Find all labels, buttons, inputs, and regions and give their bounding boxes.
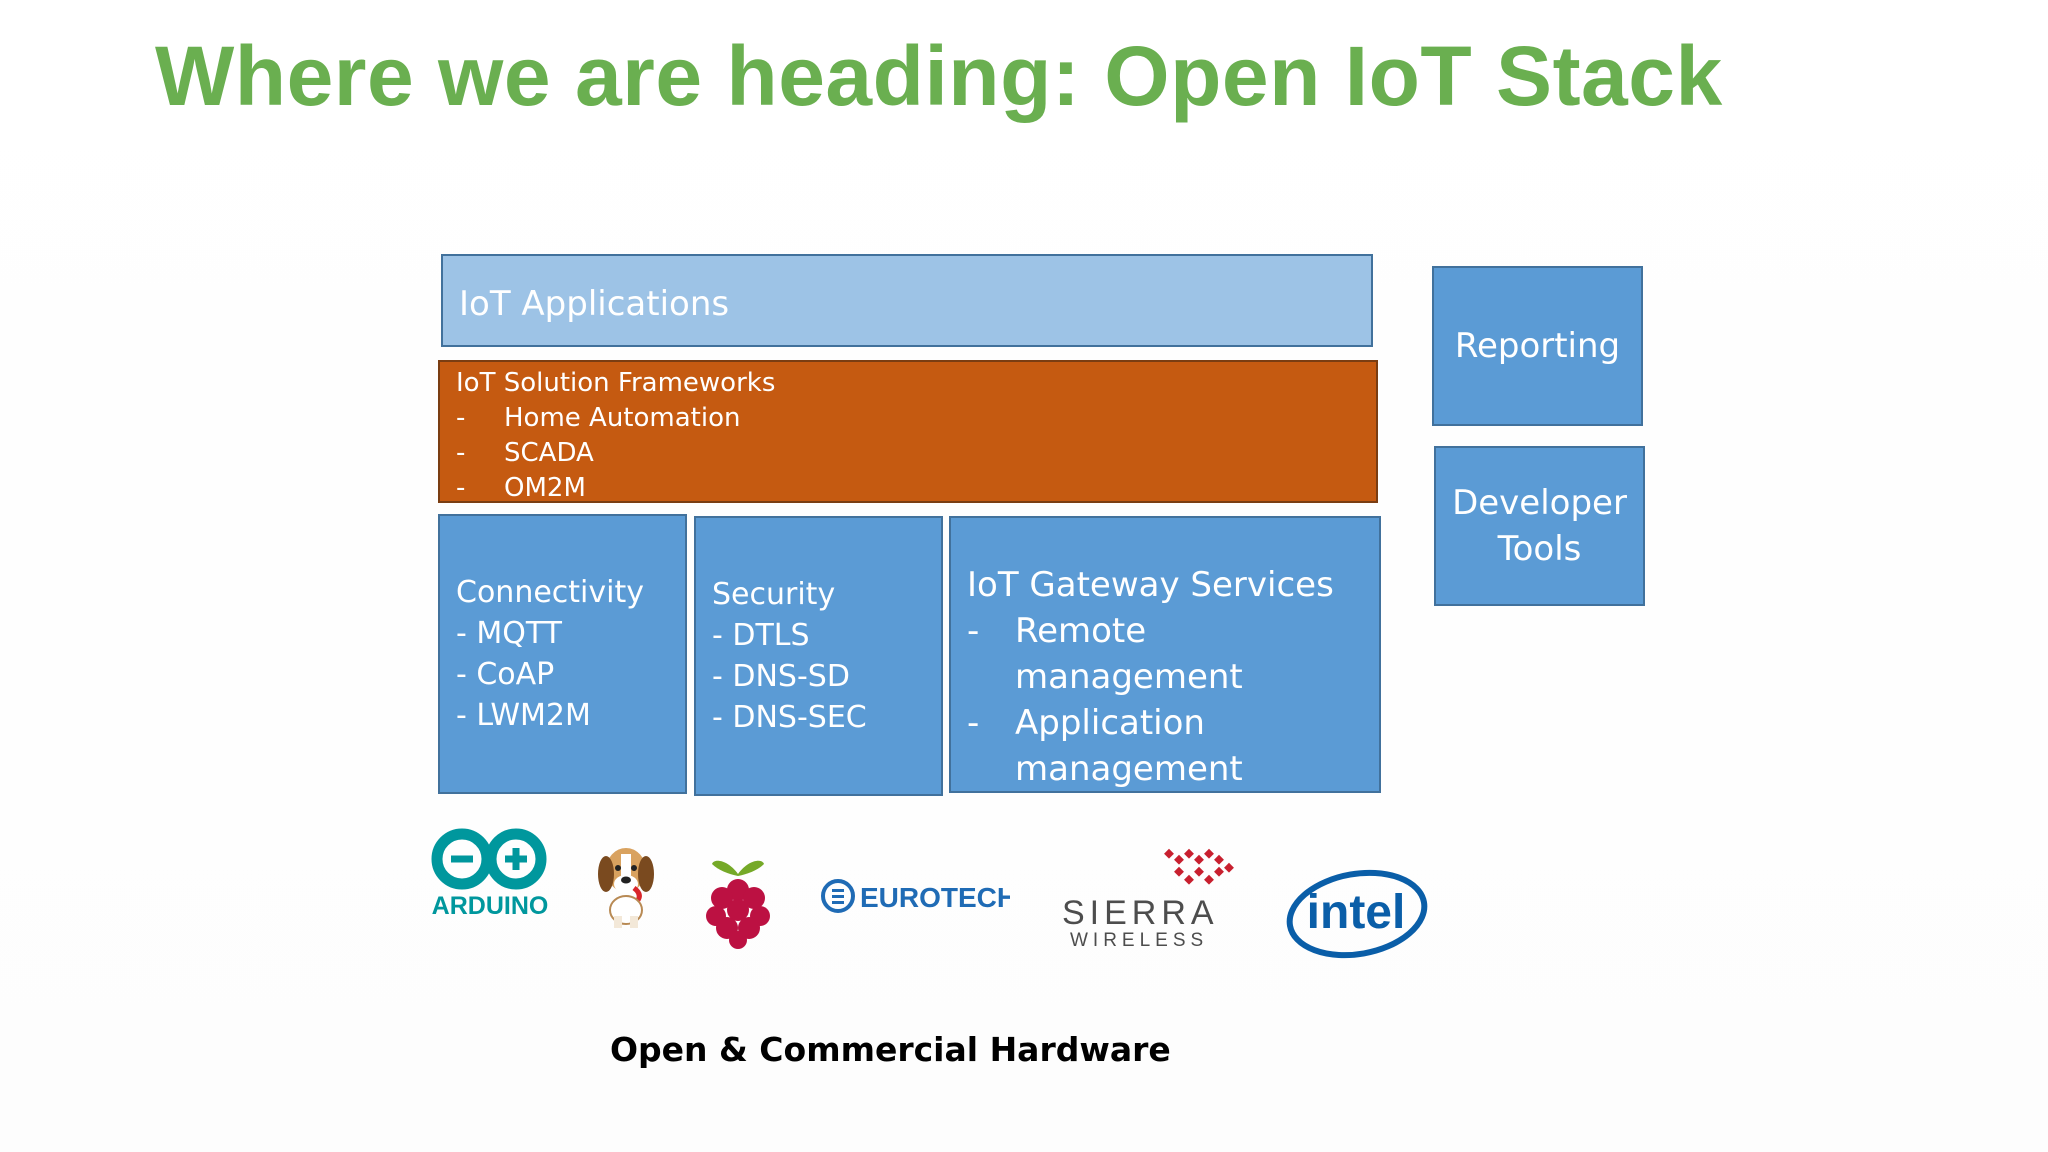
gateway-item: -Remote management [967,608,1379,700]
connectivity-item: - LWM2M [456,698,591,733]
beagle-dog-logo [592,840,662,930]
reporting-label: Reporting [1454,326,1621,366]
iot-gateway-services-box: IoT Gateway Services -Remote management … [949,516,1381,793]
developer-tools-box: Developer Tools [1434,446,1645,606]
wireless-wordmark: WIRELESS [1070,930,1208,951]
developer-tools-line: Tools [1497,529,1582,569]
iot-applications-label: IoT Applications [459,284,730,324]
hardware-caption: Open & Commercial Hardware [610,1030,1171,1069]
reporting-box: Reporting [1432,266,1643,426]
intel-logo: intel [1284,866,1430,962]
developer-tools-label: Developer Tools [1452,480,1627,572]
iot-applications-box: IoT Applications [441,254,1373,347]
frameworks-item: - SCADA [456,436,1376,471]
security-item: - DNS-SD [712,659,850,694]
frameworks-heading: IoT Solution Frameworks [456,368,776,398]
frameworks-item-label: Home Automation [504,403,741,433]
security-item: - DTLS [712,618,810,653]
sierra-wordmark: SIERRA [1062,894,1219,932]
sierra-wireless-logo: SIERRA WIRELESS [1058,846,1250,952]
developer-tools-line: Developer [1452,483,1627,523]
bullet-dash: - [456,473,466,503]
connectivity-box: Connectivity - MQTT - CoAP - LWM2M [438,514,687,794]
bullet-dash: - [967,703,980,743]
security-item: - DNS-SEC [712,700,867,735]
security-box: Security - DTLS - DNS-SD - DNS-SEC [694,516,943,796]
eurotech-logo: EUROTECH [820,874,1010,918]
gateway-heading: IoT Gateway Services [967,565,1334,605]
gateway-item-label: Application management [1015,703,1243,789]
frameworks-item-label: SCADA [504,438,594,468]
frameworks-item: - OM2M [456,471,1376,506]
connectivity-heading: Connectivity [456,575,644,610]
gateway-item-label: Remote management [1015,611,1243,697]
bullet-dash: - [456,438,466,468]
bullet-dash: - [456,403,466,433]
gateway-item: -Application management [967,700,1379,792]
slide-title: Where we are heading: Open IoT Stack [155,29,1723,123]
arduino-logo: ARDUINO [425,826,555,918]
iot-solution-frameworks-box: IoT Solution Frameworks - Home Automation… [438,360,1378,503]
security-heading: Security [712,577,836,612]
eurotech-wordmark: EUROTECH [860,882,1010,913]
frameworks-item: - Home Automation [456,401,1376,436]
intel-wordmark: intel [1307,886,1406,939]
connectivity-item: - CoAP [456,657,555,692]
raspberry-pi-logo [700,854,776,950]
bullet-dash: - [967,611,980,651]
connectivity-item: - MQTT [456,616,562,651]
arduino-wordmark: ARDUINO [432,892,549,918]
frameworks-item-label: OM2M [504,473,586,503]
